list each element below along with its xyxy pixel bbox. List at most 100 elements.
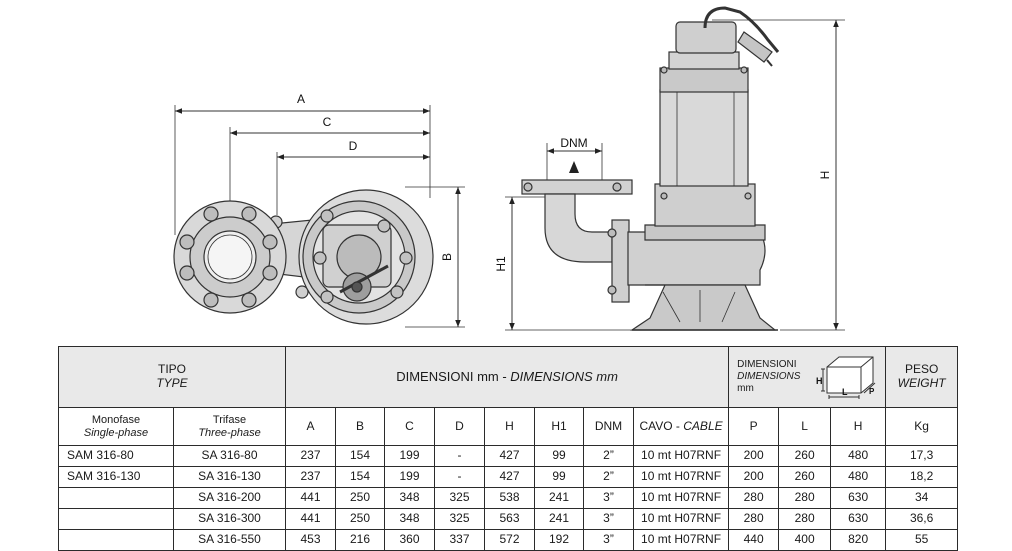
cell-a: 441 [285,487,336,509]
col-header-d: D [434,407,485,446]
cell-h: 427 [484,445,535,467]
cell-dnm: 2” [583,466,634,488]
dim-label-h: H [818,171,832,180]
cell-single-phase: SAM 316-130 [58,466,174,488]
cell-p: 200 [728,445,780,467]
weight-header-label-en: WEIGHT [897,376,946,390]
col-header-kg: Kg [885,407,959,446]
cell-cable: 10 mt H07RNF [632,445,730,467]
box-label-l: L [842,387,848,397]
box-label-h: H [816,376,823,386]
cell-l: 260 [778,466,832,488]
cell-cable: 10 mt H07RNF [632,466,730,488]
cell-a: 441 [285,508,336,530]
col-header-cable: CAVO - CABLE [632,407,730,446]
side-view [505,6,845,331]
three-phase-label-en: Three-phase [198,426,261,439]
dim-label-b: B [440,253,454,261]
package-header-unit: mm [737,383,754,394]
cell-package-h: 480 [830,445,887,467]
dim-label-a: A [297,92,305,106]
package-header-label: DIMENSIONI [737,359,797,370]
cell-h1: 241 [534,508,584,530]
col-header-a: A [285,407,336,446]
cell-weight: 18,2 [885,466,959,488]
cell-dnm: 3” [583,529,634,551]
cell-weight: 55 [885,529,959,551]
table-row: SA 316-550 453 216 360 337 572 192 3” 10… [58,529,959,551]
cell-package-h: 480 [830,466,887,488]
col-header-b: B [335,407,385,446]
cable-label-en: CABLE [683,418,723,433]
cell-a: 453 [285,529,336,551]
dim-label-c: C [323,115,332,129]
cell-l: 280 [778,508,832,530]
type-header-label-en: TYPE [156,376,188,390]
cable-label: CAVO - [639,418,684,433]
cell-dnm: 2” [583,445,634,467]
dimensions-header-label-en: DIMENSIONS mm [510,368,618,384]
cell-three-phase: SA 316-130 [173,466,286,488]
col-header-p: P [728,407,780,446]
cell-p: 200 [728,466,780,488]
cell-h: 427 [484,466,535,488]
cell-b: 154 [335,466,385,488]
cell-dnm: 3” [583,508,634,530]
cell-p: 440 [728,529,780,551]
cell-three-phase: SA 316-300 [173,508,286,530]
cell-a: 237 [285,445,336,467]
box-label-p: P [869,387,875,396]
cell-three-phase: SA 316-550 [173,529,286,551]
cell-single-phase [58,487,174,509]
cell-b: 154 [335,445,385,467]
cell-three-phase: SA 316-80 [173,445,286,467]
cell-c: 199 [384,466,435,488]
cell-l: 280 [778,487,832,509]
cell-h: 563 [484,508,535,530]
header-row-columns: Monofase Single-phase Trifase Three-phas… [58,407,959,446]
weight-header: PESO WEIGHT [885,346,959,408]
dim-label-h1: H1 [494,256,508,272]
cell-h1: 192 [534,529,584,551]
col-header-package-h: H [830,407,887,446]
cell-cable: 10 mt H07RNF [632,508,730,530]
cell-package-h: 630 [830,508,887,530]
cell-dnm: 3” [583,487,634,509]
weight-header-label: PESO [904,362,939,377]
cell-weight: 17,3 [885,445,959,467]
cell-single-phase [58,508,174,530]
cell-weight: 36,6 [885,508,959,530]
cell-b: 216 [335,529,385,551]
table-row: SA 316-300 441 250 348 325 563 241 3” 10… [58,508,959,530]
header-row-main: TIPO TYPE DIMENSIONI mm - DIMENSIONS mm … [58,346,959,408]
cell-package-h: 820 [830,529,887,551]
cell-c: 348 [384,487,435,509]
cell-c: 360 [384,529,435,551]
dim-label-d: D [349,139,358,153]
package-header-label-en: DIMENSIONS [737,371,801,382]
type-header: TIPO TYPE [58,346,286,408]
col-header-h1: H1 [534,407,584,446]
cell-h1: 99 [534,445,584,467]
cell-p: 280 [728,508,780,530]
cell-a: 237 [285,466,336,488]
cell-b: 250 [335,508,385,530]
dimensions-header: DIMENSIONI mm - DIMENSIONS mm [284,346,730,408]
cell-h: 572 [484,529,535,551]
cell-d: 325 [434,487,485,509]
technical-drawing: A C D DNM B H1 H [173,6,845,331]
three-phase-label: Trifase [212,413,247,426]
top-view [173,105,465,328]
dimension-labels: A C D DNM B H1 H [297,92,832,272]
cell-h: 538 [484,487,535,509]
cell-b: 250 [335,487,385,509]
dim-label-dnm: DNM [560,136,587,150]
single-phase-label-en: Single-phase [83,426,149,439]
cell-d: 337 [434,529,485,551]
table-row: SAM 316-80 SA 316-80 237 154 199 - 427 9… [58,445,959,467]
col-header-three-phase: Trifase Three-phase [173,407,286,446]
col-header-single-phase: Monofase Single-phase [58,407,174,446]
type-header-label: TIPO [157,362,186,377]
cell-weight: 34 [885,487,959,509]
package-header: DIMENSIONI DIMENSIONS mm H L P [728,346,887,408]
